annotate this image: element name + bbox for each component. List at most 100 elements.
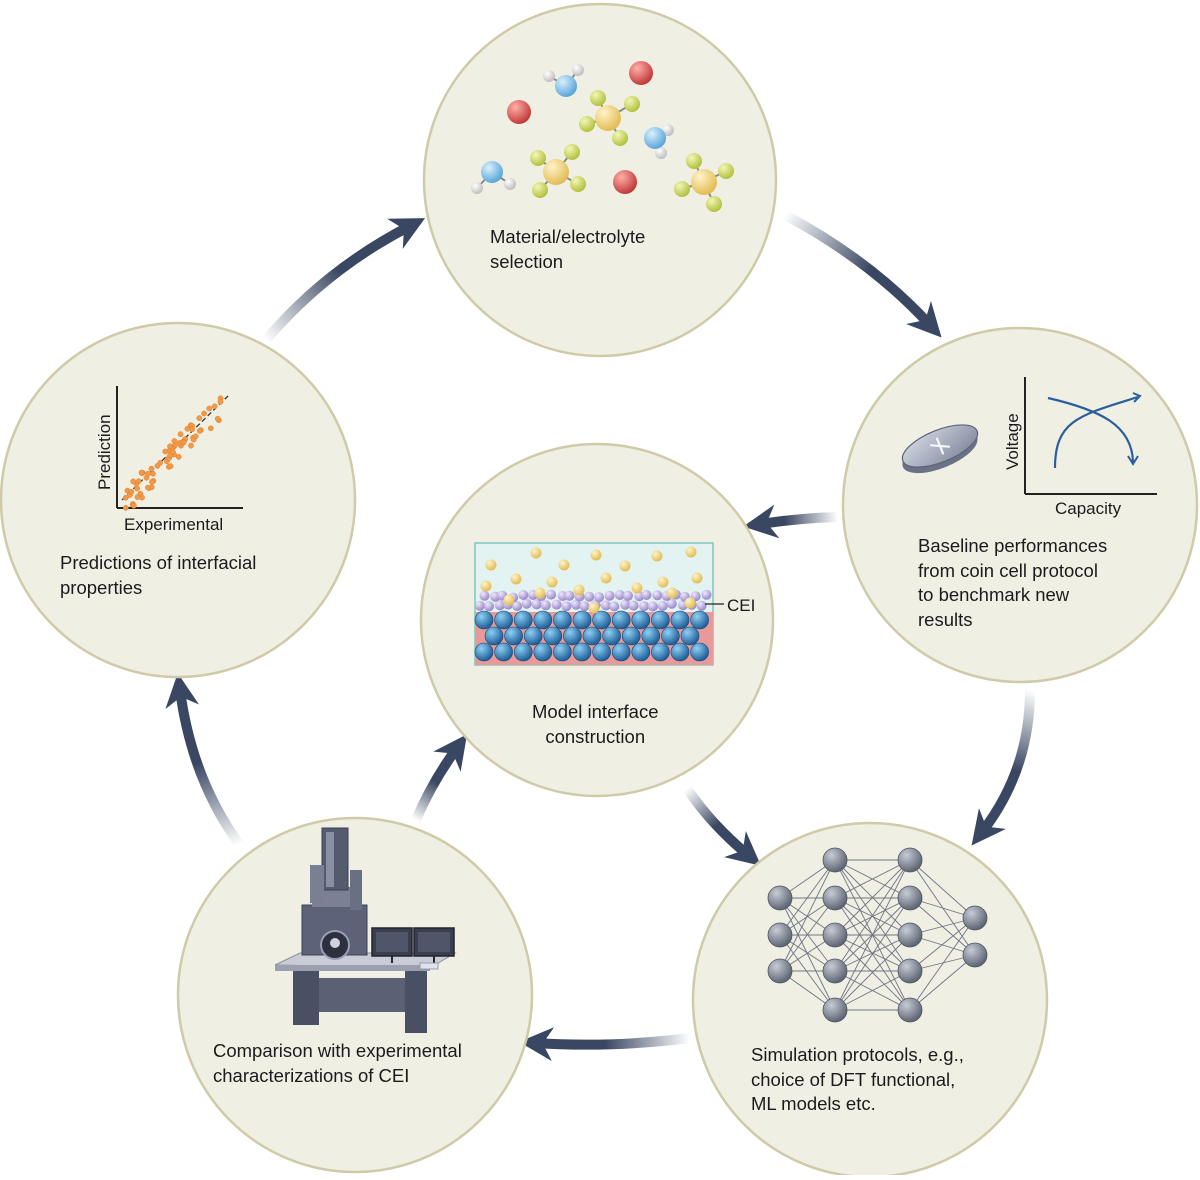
cei-particle (561, 601, 572, 612)
nn-edge (834, 970, 911, 1011)
cei-particle (584, 591, 595, 602)
cei-particle (647, 601, 658, 612)
scatter-point (135, 478, 142, 485)
scatter-point (130, 478, 137, 485)
lattice-atom (513, 642, 533, 662)
cei-particle (657, 601, 668, 611)
lattice-atom (582, 626, 602, 646)
cei-particle (628, 600, 639, 611)
scatter-point (211, 403, 218, 410)
ligand-atom (674, 181, 690, 197)
nn-edge (834, 859, 911, 1011)
predictions-node-circle (0, 321, 357, 679)
capacity-axis-label: Capacity (1055, 499, 1122, 518)
lattice-atom (504, 626, 523, 646)
lattice-atom (553, 610, 572, 630)
lattice-atom (690, 610, 709, 630)
cei-particle (546, 589, 557, 600)
scatter-point (145, 470, 151, 477)
lattice-atom (533, 610, 553, 630)
cei-particle (512, 601, 523, 612)
arrow-comparison-to-model (411, 734, 468, 825)
electrolyte-ion (651, 550, 663, 562)
cycle-arrows (165, 210, 1035, 1062)
electrolyte-ion (619, 560, 631, 572)
nn-node (767, 885, 793, 911)
water-oxygen-atom (644, 127, 666, 149)
cei-particle (614, 590, 625, 600)
electrolyte-ion (480, 580, 492, 592)
lattice-atom (563, 626, 582, 646)
scatter-point (189, 426, 196, 432)
scatter-point (196, 428, 203, 434)
prediction-axis-label: Prediction (95, 414, 114, 490)
ligand-atom (686, 153, 702, 169)
lattice-atom (602, 626, 621, 646)
scatter-point (138, 469, 145, 476)
lattice-atom (572, 610, 592, 630)
arrow-predictions-to-material (261, 218, 426, 345)
lattice-atom (631, 610, 651, 630)
nn-node (897, 885, 923, 911)
cei-label: CEI (727, 596, 755, 615)
scatter-point (149, 479, 155, 485)
oxygen-atom (613, 170, 637, 194)
lattice-atom (592, 642, 611, 662)
scatter-point (145, 484, 151, 491)
ligand-atom (718, 163, 734, 179)
center-atom (691, 169, 717, 195)
scatter-point (154, 463, 161, 469)
experimental-axis-label: Experimental (124, 515, 223, 534)
scatter-point (206, 405, 213, 412)
cei-particle (604, 590, 615, 601)
cei-particle (518, 590, 529, 600)
cei-particle (579, 601, 590, 612)
scatter-point (167, 463, 174, 469)
lattice-atom (484, 626, 504, 646)
ligand-atom (532, 182, 548, 198)
electrolyte-ion (588, 602, 600, 614)
lattice-atom (611, 642, 631, 662)
cei-particle (551, 599, 562, 610)
lattice-atom (670, 610, 690, 630)
hydrogen-atom (543, 70, 555, 82)
comparison-node-label: Comparison with experimental characteriz… (213, 1040, 462, 1086)
center-atom (595, 105, 621, 131)
scatter-point (201, 410, 207, 417)
cei-particle (494, 600, 505, 611)
scatter-point (214, 415, 221, 422)
scatter-point (122, 494, 129, 501)
lattice-atom (543, 626, 563, 646)
scatter-point (217, 399, 224, 405)
ligand-atom (624, 96, 640, 112)
lattice-atom (533, 642, 553, 662)
scatter-point (188, 442, 194, 449)
nn-edge (909, 859, 976, 919)
scatter-point (177, 431, 184, 438)
lattice-atom (641, 626, 661, 646)
electrolyte-ion (657, 576, 669, 588)
scatter-point (180, 439, 187, 446)
scatter-point (207, 425, 214, 432)
cei-particle (652, 590, 663, 601)
nn-node (822, 922, 848, 948)
cei-particle (564, 590, 575, 601)
nn-edge (834, 934, 911, 972)
oxygen-atom (507, 100, 531, 124)
lattice-atom (474, 642, 494, 662)
lattice-atom (611, 610, 631, 630)
electrolyte-ion (691, 572, 703, 584)
cei-particle (521, 598, 532, 609)
lattice-atom (661, 626, 680, 646)
cei-particle (696, 600, 707, 611)
arrow-material-to-baseline (780, 210, 942, 338)
arrow-model-to-simulation (683, 785, 762, 866)
ligand-atom (579, 116, 595, 132)
lattice-atom (621, 626, 641, 646)
water-oxygen-atom (481, 161, 503, 183)
scatter-point (184, 425, 191, 432)
scatter-point (131, 502, 137, 509)
nn-edge (909, 917, 976, 972)
